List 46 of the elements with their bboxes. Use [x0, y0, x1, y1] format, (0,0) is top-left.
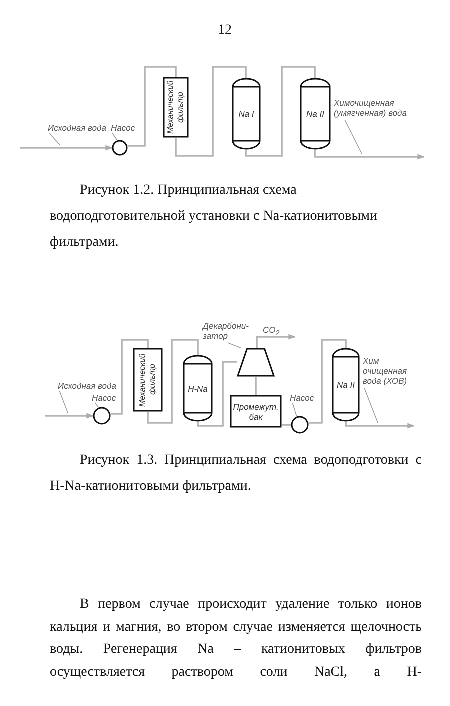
pipe-line	[197, 361, 237, 427]
label-text: Декарбони- затор	[203, 321, 251, 343]
pipe-line	[175, 66, 247, 157]
label-text: Хим очищенная вода (ХОВ)	[363, 356, 413, 388]
pipe-line	[147, 339, 199, 424]
pipe-line	[45, 413, 94, 419]
edge-label: CO$_{2}$	[263, 325, 280, 338]
leader-line	[292, 402, 298, 417]
leader-line	[364, 388, 378, 424]
leader-line	[59, 390, 68, 414]
figure-caption: Рисунок 1.3. Принципиальная схема водоподготовки с H-Na-катионитовыми фильтрами.	[50, 452, 422, 496]
pipe-line	[255, 377, 257, 395]
leader-line	[228, 342, 242, 348]
filter-vessel: Na II	[300, 78, 331, 150]
pump-circle	[291, 416, 309, 434]
pipe-line	[345, 422, 415, 429]
filter-box: Механический фильтр	[133, 348, 163, 412]
pipe-line	[314, 150, 425, 160]
pipe-line	[110, 339, 149, 415]
pipe-line	[128, 66, 177, 147]
pipe-line	[20, 145, 113, 151]
figure-caption: Рисунок 1.2. Принципиальная схема водоподготовительной установки с Na-катионитовыми фильтрами.	[50, 182, 379, 252]
filter-vessel: Na I	[232, 78, 261, 150]
leader-line	[344, 120, 362, 154]
pipe-line	[245, 66, 316, 157]
body-paragraph: В первом случае происходит удаление только ионов кальция и магния, во втором случае изменяется щелочность воды. Регенерация Na – катионитовых фильтров осуществляется раствором соли NaCl, а H-	[50, 596, 422, 682]
leader-line	[112, 132, 118, 141]
label-text: Насос	[290, 393, 314, 403]
leader-line	[94, 402, 100, 408]
label-text: Насос	[92, 393, 116, 403]
label-text: Химочищенная (умягченная) вода	[334, 98, 414, 120]
label-text: Исходная вода	[58, 381, 116, 391]
filter-vessel: H-Na	[183, 355, 213, 422]
pipe-line	[308, 339, 347, 424]
pump-circle	[93, 407, 111, 425]
filter-vessel: Na II	[332, 348, 360, 422]
decarbonizer-trapezoid	[237, 348, 275, 377]
pipe-line	[282, 424, 291, 426]
label-text: Исходная вода	[48, 123, 106, 133]
leader-line	[48, 132, 60, 146]
label-text: Насос	[111, 123, 136, 133]
page-number: 12	[217, 22, 233, 40]
filter-box: Механический фильтр	[163, 77, 189, 138]
pipe-line	[256, 334, 296, 348]
pump-circle	[112, 140, 128, 156]
tank-box: Промежут. бак	[230, 395, 282, 428]
